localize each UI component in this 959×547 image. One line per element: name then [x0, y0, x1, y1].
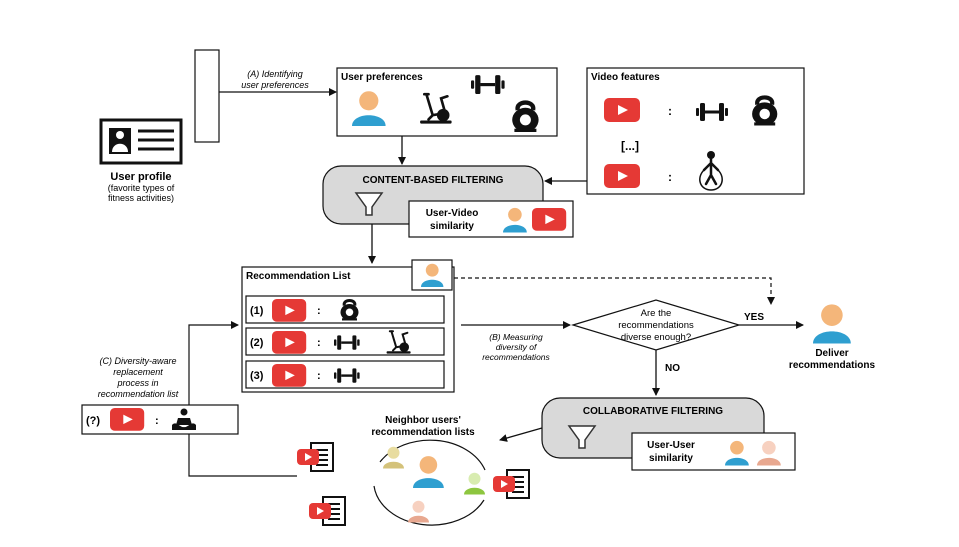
deliver-recommendations: Deliver recommendations: [789, 304, 876, 371]
jump-rope-icon: [699, 151, 723, 191]
neighbors-label-2: recommendation lists: [371, 427, 475, 438]
arrow-cf-to-neighbors: [499, 427, 543, 442]
neighbor-avatar-icon: [383, 446, 404, 469]
collaborative-filtering: COLLABORATIVE FILTERING User-User simila…: [541, 397, 796, 471]
recommendation-list: Recommendation List (1) : (2) : (3) :: [241, 259, 455, 393]
replacement-item: (?) :: [81, 404, 239, 435]
user-preferences-title: User preferences: [341, 72, 423, 83]
dashed-arrow-to-deliver: [454, 277, 775, 305]
decision-text-1: Are the: [641, 308, 672, 319]
neighbor-avatar-icon: [408, 500, 429, 523]
video-features-ellipsis: [...]: [621, 139, 639, 153]
list-item-label: (1): [250, 305, 264, 317]
neighbor-avatar-icon: [757, 440, 781, 466]
youtube-icon: [272, 331, 307, 354]
youtube-icon: [604, 98, 640, 122]
recommendation-list-title: Recommendation List: [246, 271, 351, 282]
decision-text-3: diverse enough?: [621, 332, 691, 343]
content-based-filtering: CONTENT-BASED FILTERING User-Video simil…: [322, 165, 574, 238]
step-c-label-2: replacement: [113, 367, 163, 377]
youtube-icon: [272, 364, 307, 387]
yes-label: YES: [744, 312, 764, 323]
video-features-sep-2: :: [668, 170, 672, 184]
video-features-title: Video features: [591, 72, 660, 83]
step-c-label-1: (C) Diversity-aware: [99, 356, 176, 366]
step-b-label-2: diversity of: [496, 342, 538, 352]
list-item: (1) :: [245, 295, 445, 324]
list-item-sep: :: [317, 370, 321, 382]
cf-title: COLLABORATIVE FILTERING: [583, 406, 723, 417]
step-c-label-4: recommendation list: [98, 389, 179, 399]
list-item-label: (2): [250, 337, 264, 349]
decision-diamond: Are the recommendations diverse enough?: [570, 299, 742, 351]
step-b-label-3: recommendations: [482, 352, 550, 362]
cbf-title: CONTENT-BASED FILTERING: [363, 175, 504, 186]
cbf-similarity-1: User-Video: [426, 208, 479, 219]
user-preferences-box: User preferences: [336, 67, 558, 137]
user-profile-title: User profile: [110, 171, 171, 183]
youtube-icon: [604, 164, 640, 188]
neighbors-label-1: Neighbor users': [385, 415, 461, 426]
cluster-arc-bottom: [373, 485, 485, 526]
deliver-label-1: Deliver: [815, 348, 848, 359]
step-a-label-2: user preferences: [241, 80, 309, 90]
list-item-label: (3): [250, 370, 264, 382]
youtube-icon: [532, 208, 567, 231]
neighbor-cluster: [373, 439, 486, 526]
user-profile-subtitle-1: (favorite types of: [108, 183, 175, 193]
list-item-sep: :: [317, 305, 321, 317]
user-profile: User profile (favorite types of fitness …: [99, 118, 183, 203]
meditation-icon: [172, 408, 196, 430]
no-label: NO: [665, 363, 680, 374]
decision-text-2: recommendations: [618, 320, 694, 331]
user-avatar-icon: [813, 304, 851, 344]
neighbor-list-icon: [296, 442, 334, 472]
video-features-sep-1: :: [668, 104, 672, 118]
step-b-label-1: (B) Measuring: [489, 332, 543, 342]
neighbor-avatar-icon: [464, 472, 485, 495]
feedback-line-bottom: [188, 434, 297, 477]
step-a-label-1: (A) Identifying: [247, 69, 303, 79]
deliver-label-2: recommendations: [789, 360, 876, 371]
list-item: (3) :: [245, 360, 445, 389]
user-profile-subtitle-2: fitness activities): [108, 193, 174, 203]
cbf-similarity-2: similarity: [430, 221, 474, 232]
neighbor-list-icon: [492, 469, 530, 499]
list-item: (2) :: [245, 327, 445, 356]
youtube-icon: [110, 408, 145, 431]
cf-similarity-2: similarity: [649, 453, 693, 464]
arrow-step-c: [188, 321, 239, 405]
replacement-item-sep: :: [155, 415, 159, 427]
step-a-bar: [194, 49, 220, 143]
neighbor-list-icon: [308, 496, 346, 526]
id-card-icon: [99, 118, 183, 165]
cf-similarity-1: User-User: [647, 440, 695, 451]
youtube-icon: [272, 299, 307, 322]
replacement-item-label: (?): [86, 415, 100, 427]
step-c-label-3: process in: [116, 378, 158, 388]
user-avatar-icon: [413, 456, 444, 488]
video-features-box: Video features : [...] :: [586, 67, 805, 195]
list-item-sep: :: [317, 337, 321, 349]
